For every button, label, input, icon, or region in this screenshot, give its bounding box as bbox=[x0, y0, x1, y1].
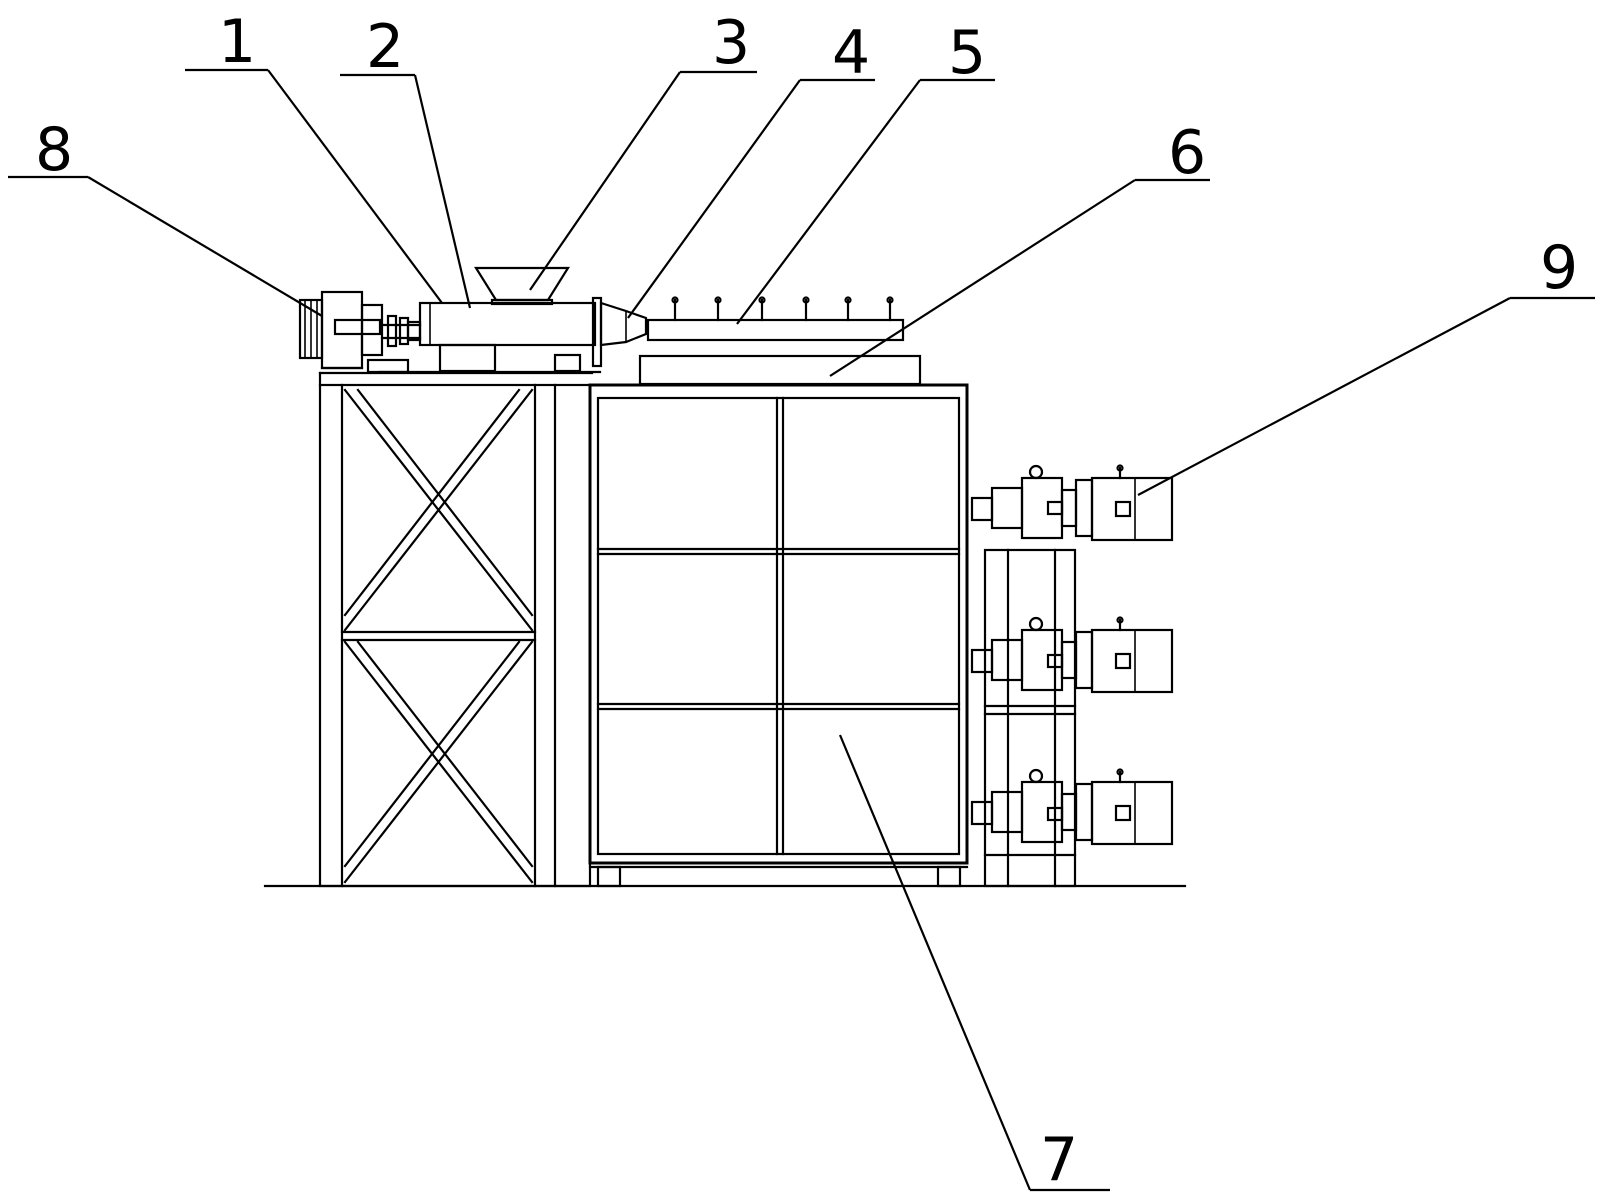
screw-conveyor bbox=[378, 266, 648, 374]
callout-8: 8 bbox=[8, 115, 323, 317]
drive-support-frame bbox=[983, 548, 1077, 888]
callout-number: 2 bbox=[366, 12, 404, 82]
pulley-drive-assembly bbox=[298, 290, 384, 370]
callout-number: 9 bbox=[1540, 233, 1578, 303]
callout-5: 5 bbox=[736, 18, 995, 325]
main-cabinet bbox=[588, 383, 969, 888]
callout-number: 8 bbox=[35, 115, 73, 185]
motor-gearbox-unit-middle bbox=[970, 616, 1174, 694]
callout-number: 4 bbox=[832, 18, 870, 88]
nozzle-row bbox=[671, 296, 894, 322]
callout-6: 6 bbox=[829, 118, 1210, 377]
motor-gearbox-unit-top bbox=[970, 464, 1174, 542]
top-cover bbox=[638, 354, 922, 386]
callout-number: 6 bbox=[1168, 118, 1206, 188]
callout-7: 7 bbox=[838, 734, 1110, 1195]
coupling-shaft bbox=[366, 314, 422, 374]
callout-9: 9 bbox=[1137, 233, 1595, 496]
callout-4: 4 bbox=[627, 18, 875, 319]
callout-3: 3 bbox=[529, 8, 757, 291]
callout-number: 3 bbox=[712, 8, 750, 78]
callout-number: 7 bbox=[1040, 1125, 1078, 1195]
support-tower bbox=[318, 371, 594, 888]
callout-1: 1 bbox=[185, 7, 443, 304]
callout-number: 5 bbox=[948, 18, 986, 88]
motor-gearbox-unit-bottom bbox=[970, 768, 1174, 846]
callout-number: 1 bbox=[218, 7, 256, 77]
distribution-pipe bbox=[646, 296, 905, 342]
callout-2: 2 bbox=[340, 12, 472, 309]
